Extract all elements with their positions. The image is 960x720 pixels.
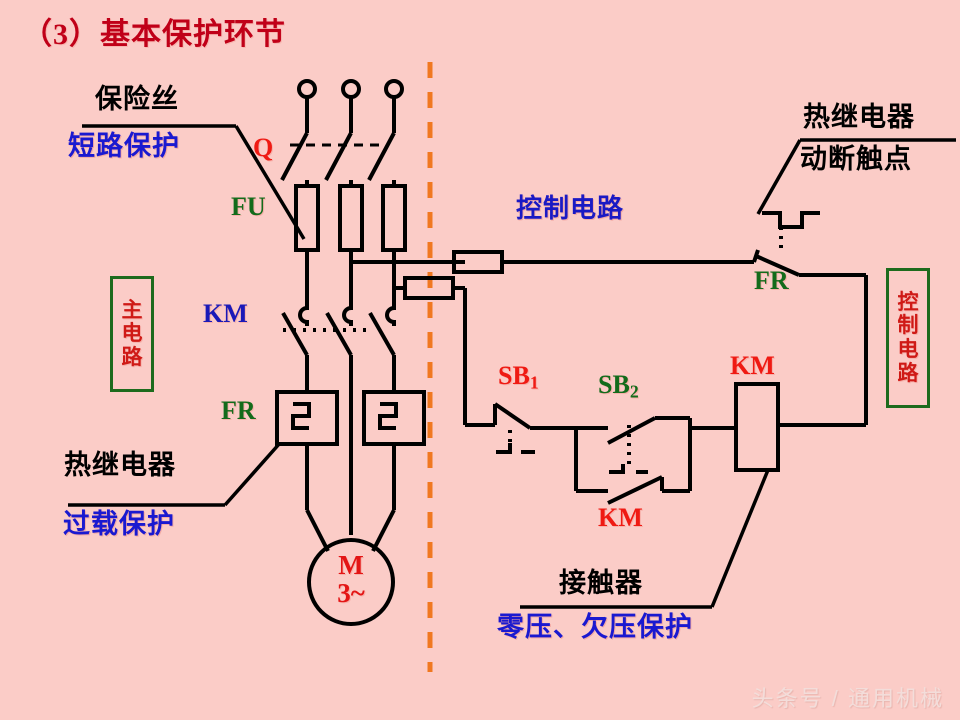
km-contact-hook-l3 bbox=[385, 300, 396, 326]
km-blade-l1 bbox=[281, 312, 309, 356]
fuse-body-l1 bbox=[294, 184, 320, 252]
caption-control-circuit-mid: 控制电路 bbox=[516, 194, 625, 223]
main-circuit-char-1: 电 bbox=[121, 321, 143, 346]
fuse-body-l3 bbox=[381, 184, 407, 252]
control-circuit-char-3: 路 bbox=[897, 360, 919, 385]
annotation-contactor-top: 接触器 bbox=[559, 568, 643, 598]
fr-heater-element-l1 bbox=[291, 402, 311, 430]
designator-disconnect-q: Q bbox=[253, 133, 274, 162]
designator-stop-button-sb1: SB1 bbox=[498, 363, 539, 392]
supply-terminal-l2 bbox=[341, 79, 361, 99]
watermark: 头条号 / 通用机械 bbox=[751, 686, 944, 711]
supply-terminal-l1 bbox=[297, 79, 317, 99]
annotation-thermal-main-top: 热继电器 bbox=[64, 450, 176, 480]
annotation-thermal-contact-top: 热继电器 bbox=[803, 102, 915, 132]
leader-to-fuse bbox=[234, 125, 306, 240]
motor-symbol bbox=[307, 538, 395, 626]
main-circuit-wiring bbox=[275, 79, 465, 626]
leader-to-contactor bbox=[710, 469, 770, 608]
km-blade-l3 bbox=[368, 312, 396, 356]
control-circuit-wiring bbox=[403, 211, 868, 505]
page-title: （3）基本保护环节 bbox=[22, 18, 286, 51]
caption-box-main-circuit: 主 电 路 bbox=[110, 276, 154, 392]
switch-blade-l1 bbox=[280, 132, 309, 181]
sb2-letters: SB bbox=[598, 370, 630, 399]
main-circuit-char-0: 主 bbox=[121, 297, 143, 322]
sb2-blade bbox=[607, 416, 656, 445]
sb2-subscript: 2 bbox=[629, 381, 639, 402]
designator-km-main-contacts: KM bbox=[203, 299, 248, 328]
km-contact-hook-l1 bbox=[298, 300, 309, 326]
sb1-plunger-left bbox=[496, 443, 512, 454]
sb2-plunger-left bbox=[609, 464, 625, 474]
fuse-body-l2 bbox=[338, 184, 364, 252]
control-circuit-char-1: 制 bbox=[897, 313, 919, 338]
designator-fuse-fu: FU bbox=[231, 192, 266, 221]
km-seal-in-blade bbox=[607, 475, 663, 505]
km-coil-body bbox=[734, 382, 780, 472]
switch-blade-l3 bbox=[367, 132, 396, 181]
fr-heater-element-l3 bbox=[378, 402, 398, 430]
leader-to-thermal-contact bbox=[756, 139, 802, 215]
sb1-letters: SB bbox=[498, 361, 530, 390]
control-circuit-char-2: 电 bbox=[897, 337, 919, 361]
annotation-fuse-bottom: 短路保护 bbox=[68, 131, 180, 161]
control-circuit-char-0: 控 bbox=[897, 289, 919, 314]
annotation-thermal-main-bottom: 过载保护 bbox=[63, 509, 175, 539]
motor-label-line1: M bbox=[338, 550, 364, 580]
fr-nc-bar bbox=[762, 211, 820, 229]
designator-start-button-sb2: SB2 bbox=[598, 372, 639, 401]
motor-lead-u bbox=[305, 509, 330, 552]
caption-box-control-circuit: 控 制 电 路 bbox=[886, 268, 930, 408]
switch-blade-l2 bbox=[324, 132, 353, 181]
leader-to-thermal-main bbox=[223, 441, 282, 507]
km-contact-hook-l2 bbox=[342, 300, 353, 326]
km-blade-l2 bbox=[325, 312, 353, 356]
motor-label: M 3~ bbox=[311, 551, 391, 608]
fr-nc-blade bbox=[755, 254, 800, 277]
annotation-contactor-bottom: 零压、欠压保护 bbox=[497, 612, 693, 642]
annotation-leaders bbox=[68, 124, 956, 609]
designator-km-seal-in: KM bbox=[598, 503, 643, 532]
annotation-fuse-top: 保险丝 bbox=[95, 84, 179, 114]
designator-km-coil: KM bbox=[730, 351, 775, 380]
motor-label-line2: 3~ bbox=[337, 578, 365, 609]
sb1-blade bbox=[493, 402, 532, 430]
motor-lead-w bbox=[371, 509, 396, 552]
supply-terminal-l3 bbox=[384, 79, 404, 99]
main-circuit-char-2: 路 bbox=[121, 344, 143, 369]
designator-fr-nc-contact: FR bbox=[754, 266, 789, 295]
designator-fr-heater: FR bbox=[221, 396, 256, 425]
annotation-thermal-contact-bottom: 动断触点 bbox=[800, 144, 912, 174]
sb1-subscript: 1 bbox=[529, 372, 539, 393]
